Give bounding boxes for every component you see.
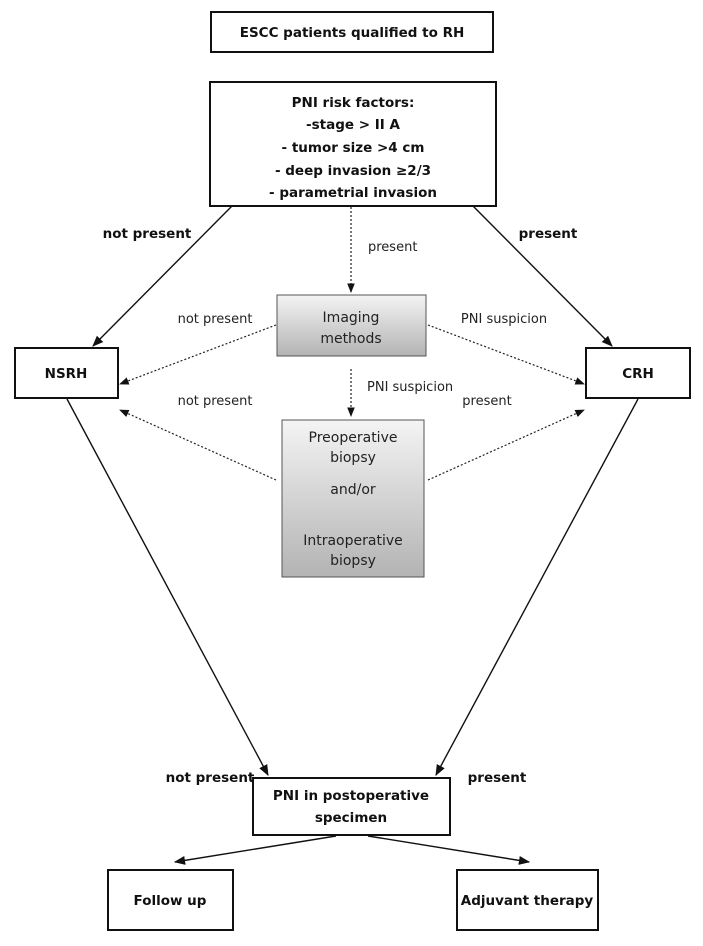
- imaging-text: methods: [320, 331, 381, 347]
- risk-item: - deep invasion ≥2/3: [275, 163, 431, 179]
- arrow-crh-to-post: [435, 398, 639, 776]
- node-adjuvant-therapy: Adjuvant therapy: [456, 869, 599, 931]
- label-risk-to-imaging: present: [368, 240, 417, 255]
- label-post-to-follow: not present: [166, 770, 255, 786]
- arrow-post-to-follow: [173, 835, 337, 865]
- arrow-risk-to-crh: [472, 205, 613, 347]
- node-risk-factors: PNI risk factors: -stage > II A - tumor …: [209, 81, 497, 207]
- biopsy-text: Intraoperative: [303, 533, 403, 549]
- label-risk-to-crh: present: [519, 226, 578, 242]
- risk-item: - parametrial invasion: [269, 185, 437, 201]
- node-imaging: Imaging methods: [276, 294, 427, 357]
- node-crh: CRH: [585, 347, 691, 399]
- label-imaging-to-crh: PNI suspicion: [461, 312, 547, 327]
- node-pni-postoperative: PNI in postoperative specimen: [252, 777, 451, 836]
- pni-post-text: specimen: [315, 810, 387, 826]
- biopsy-text: and/or: [330, 482, 376, 498]
- arrow-risk-to-nsrh: [92, 205, 233, 347]
- adjuvant-text: Adjuvant therapy: [461, 893, 594, 909]
- node-start-text: ESCC patients qualified to RH: [240, 25, 465, 41]
- arrow-biopsy-to-nsrh: [119, 409, 277, 481]
- node-nsrh: NSRH: [14, 347, 119, 399]
- arrow-imaging-to-crh: [427, 324, 585, 385]
- edges: [66, 205, 639, 865]
- label-imaging-to-nsrh: not present: [178, 312, 253, 327]
- label-biopsy-to-crh: present: [462, 394, 511, 409]
- pni-post-text: PNI in postoperative: [273, 788, 429, 804]
- crh-text: CRH: [622, 366, 654, 382]
- arrow-post-to-adjuvant: [367, 835, 531, 865]
- risk-item: -stage > II A: [306, 117, 400, 133]
- imaging-text: Imaging: [323, 310, 380, 326]
- biopsy-text: biopsy: [330, 450, 376, 466]
- node-start: ESCC patients qualified to RH: [210, 11, 494, 53]
- biopsy-text: biopsy: [330, 553, 376, 569]
- nsrh-text: NSRH: [45, 366, 88, 382]
- label-post-to-adjuvant: present: [468, 770, 527, 786]
- risk-item: - tumor size >4 cm: [282, 140, 425, 156]
- arrow-imaging-to-nsrh: [119, 324, 277, 385]
- label-biopsy-to-nsrh: not present: [178, 394, 253, 409]
- arrow-nsrh-to-post: [66, 398, 269, 776]
- biopsy-text: Preoperative: [309, 430, 398, 446]
- node-biopsy: Preoperative biopsy and/or Intraoperativ…: [281, 419, 425, 578]
- follow-up-text: Follow up: [134, 893, 207, 909]
- node-follow-up: Follow up: [107, 869, 234, 931]
- arrow-biopsy-to-crh: [427, 409, 585, 481]
- label-imaging-to-biopsy: PNI suspicion: [367, 380, 453, 395]
- label-risk-to-nsrh: not present: [103, 226, 192, 242]
- risk-title: PNI risk factors:: [292, 95, 415, 111]
